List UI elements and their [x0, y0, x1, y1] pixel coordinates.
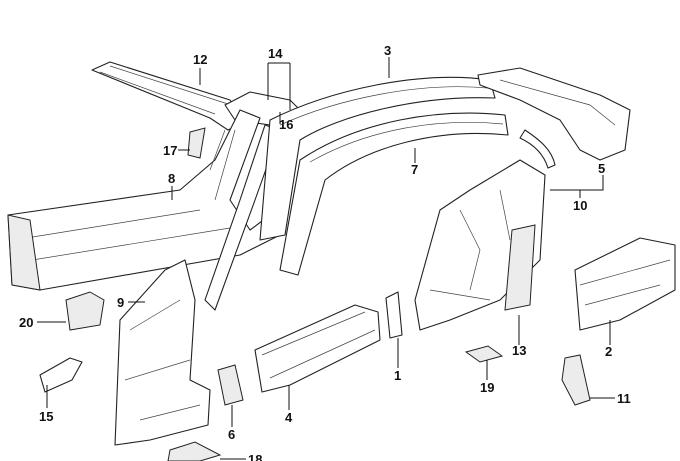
part-11-bracket — [561, 354, 591, 406]
part-3-roof-arch — [259, 76, 496, 241]
part-7-door-arch — [279, 112, 509, 276]
part-9-a-pillar-lower — [114, 259, 211, 446]
callout-11: 11 — [617, 391, 631, 406]
part-5-rear-seal — [519, 129, 556, 169]
callout-2: 2 — [605, 344, 612, 359]
leader-lines — [37, 57, 615, 460]
callout-15: 15 — [39, 409, 53, 424]
callout-1: 1 — [394, 368, 401, 383]
callout-19: 19 — [480, 380, 494, 395]
part-8-side-sill — [7, 109, 281, 291]
part-rear-panel — [477, 67, 631, 161]
part-4-sill-inner — [254, 304, 381, 393]
callout-6: 6 — [228, 427, 235, 442]
callout-16: 16 — [279, 117, 293, 132]
callout-4: 4 — [285, 410, 293, 425]
callout-5: 5 — [598, 161, 605, 176]
callout-13: 13 — [512, 343, 526, 358]
part-18-plate — [167, 441, 222, 461]
part-17-small-piece — [187, 127, 206, 159]
callout-7: 7 — [411, 162, 418, 177]
callout-3: 3 — [384, 43, 391, 58]
part-12-roof-rail — [91, 61, 246, 131]
part-6-cap — [217, 364, 244, 406]
callout-18: 18 — [248, 452, 262, 461]
callout-12: 12 — [193, 52, 207, 67]
callout-20: 20 — [19, 315, 33, 330]
callout-9: 9 — [117, 295, 124, 310]
part-13-pillar-panel — [504, 224, 536, 311]
callout-10: 10 — [573, 198, 587, 213]
callout-17: 17 — [163, 143, 177, 158]
callout-14: 14 — [268, 46, 283, 61]
part-2-rear-sill — [574, 237, 676, 331]
part-20-bracket — [65, 291, 105, 331]
callout-8: 8 — [168, 171, 175, 186]
part-19-plate — [464, 345, 504, 363]
part-1-bracket — [385, 291, 403, 339]
part-15-bracket — [39, 357, 83, 393]
